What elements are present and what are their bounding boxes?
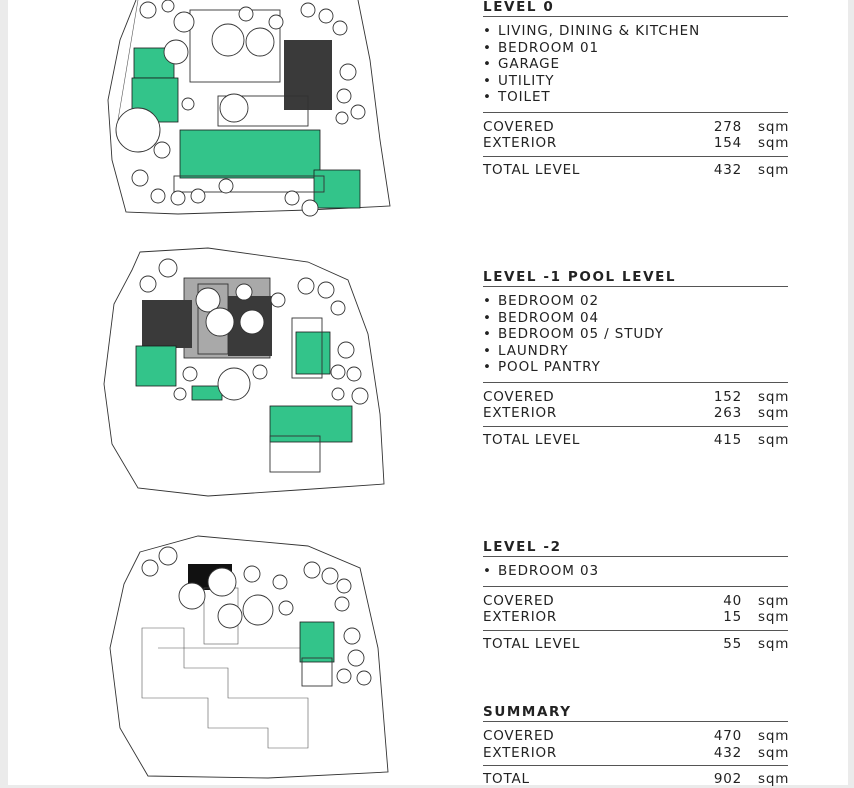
trees-level-0 <box>115 0 366 217</box>
exterior-row: EXTERIOR 154 sqm <box>483 135 790 151</box>
room-list: LIVING, DINING & KITCHEN BEDROOM 01 GARA… <box>483 17 788 113</box>
trees-level-minus-1 <box>139 258 369 405</box>
level-title: LEVEL -1 POOL LEVEL <box>483 270 788 287</box>
exterior-row: EXTERIOR 432 sqm <box>483 744 790 761</box>
floor-plan-level-minus-1 <box>8 244 428 504</box>
covered-row: COVERED 470 sqm <box>483 728 790 744</box>
total-row: TOTAL LEVEL 55 sqm <box>483 635 790 652</box>
covered-row: COVERED 278 sqm <box>483 118 790 135</box>
area-rows: COVERED 40 sqm EXTERIOR 15 sqm <box>483 587 788 631</box>
summary-title: SUMMARY <box>483 705 788 722</box>
room-item: BEDROOM 02 <box>483 293 788 310</box>
room-item: UTILITY <box>483 73 788 90</box>
exterior-row: EXTERIOR 263 sqm <box>483 405 790 421</box>
level-title: LEVEL 0 <box>483 0 788 17</box>
room-item: BEDROOM 04 <box>483 310 788 327</box>
covered-row: COVERED 40 sqm <box>483 592 790 609</box>
level-0-section: LEVEL 0 LIVING, DINING & KITCHEN BEDROOM… <box>483 0 788 178</box>
room-item: LIVING, DINING & KITCHEN <box>483 23 788 40</box>
document-page: LEVEL 0 LIVING, DINING & KITCHEN BEDROOM… <box>8 0 848 788</box>
room-list: BEDROOM 03 <box>483 557 788 587</box>
level-title: LEVEL -2 <box>483 540 788 557</box>
room-item: BEDROOM 05 / STUDY <box>483 326 788 343</box>
room-list: BEDROOM 02 BEDROOM 04 BEDROOM 05 / STUDY… <box>483 287 788 383</box>
area-rows: COVERED 152 sqm EXTERIOR 263 sqm <box>483 383 788 427</box>
room-item: TOILET <box>483 89 788 106</box>
room-item: LAUNDRY <box>483 343 788 360</box>
total-row: TOTAL LEVEL 415 sqm <box>483 431 790 448</box>
covered-row: COVERED 152 sqm <box>483 388 790 405</box>
level-minus-1-section: LEVEL -1 POOL LEVEL BEDROOM 02 BEDROOM 0… <box>483 270 788 448</box>
room-item: GARAGE <box>483 56 788 73</box>
level-minus-2-section: LEVEL -2 BEDROOM 03 COVERED 40 sqm EXTER… <box>483 540 788 652</box>
room-item: BEDROOM 01 <box>483 40 788 57</box>
summary-section: SUMMARY COVERED 470 sqm EXTERIOR 432 sqm… <box>483 705 788 788</box>
area-rows: COVERED 470 sqm EXTERIOR 432 sqm <box>483 722 788 766</box>
area-rows: COVERED 278 sqm EXTERIOR 154 sqm <box>483 113 788 157</box>
total-row: TOTAL LEVEL 432 sqm <box>483 161 790 178</box>
total-row: TOTAL 902 sqm <box>483 771 790 787</box>
room-item: POOL PANTRY <box>483 359 788 376</box>
exterior-row: EXTERIOR 15 sqm <box>483 609 790 625</box>
room-item: BEDROOM 03 <box>483 563 788 580</box>
floor-plan-level-minus-2 <box>8 528 428 785</box>
floor-plan-level-0 <box>8 0 428 222</box>
trees-level-minus-2 <box>141 546 372 686</box>
